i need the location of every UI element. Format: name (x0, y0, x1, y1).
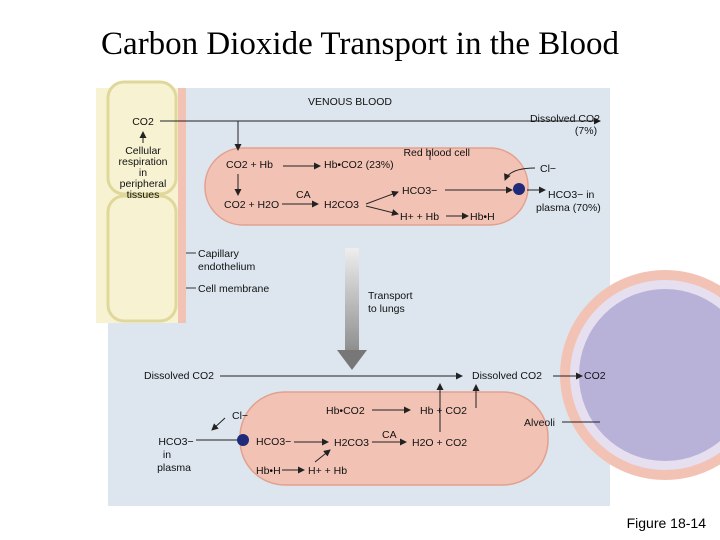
hb-plus-co2-bottom: Hb + CO2 (420, 405, 467, 417)
transport-to-lungs-arrow (337, 248, 367, 370)
h-plus-hb-bottom: H+ + Hb (308, 465, 347, 477)
hco3-in-plasma-line2: plasma (70%) (536, 202, 601, 214)
hco3-in-plasma-bottom-line1: HCO3− (158, 436, 193, 448)
ca-top: CA (296, 189, 311, 201)
hco3-in-plasma-bottom-line3: plasma (157, 462, 191, 474)
chloride-shift-transporter-top (513, 183, 525, 195)
co2-plus-hb-top: CO2 + Hb (226, 159, 273, 171)
hb-co2-percent: Hb•CO2 (23%) (324, 159, 394, 171)
red-blood-cell-top (204, 147, 529, 226)
cellular-respiration-line2: respiration (118, 156, 167, 168)
co2-tissue-label: CO2 (132, 116, 154, 128)
alveolus (560, 270, 720, 480)
cl-minus-top: Cl− (540, 163, 556, 175)
hb-co2-bottom: Hb•CO2 (326, 405, 365, 417)
arrow-cl-out (211, 417, 226, 431)
page-title: Carbon Dioxide Transport in the Blood (101, 26, 619, 62)
h-plus-hb-top: H+ + Hb (400, 211, 439, 223)
alveoli-label: Alveoli (524, 417, 555, 429)
venous-blood-label: VENOUS BLOOD (308, 96, 392, 108)
hco3-bottom: HCO3− (256, 436, 291, 448)
dissolved-co2-bottom-left: Dissolved CO2 (144, 370, 214, 382)
arrow-h2co3-to-h (365, 205, 399, 216)
arrow-h2co3-to-hco3 (365, 190, 399, 205)
h2co3-bottom: H2CO3 (334, 437, 369, 449)
transport-to-lungs-line1: Transport (368, 290, 413, 302)
ca-bottom: CA (382, 429, 397, 441)
cl-minus-bottom: Cl− (232, 410, 248, 422)
arrow-cl-into-cell (504, 167, 536, 181)
cellular-respiration-line1: Cellular (125, 145, 161, 157)
capillary-endothelium-line1: Capillary (198, 248, 240, 260)
hco3-in-plasma-line1: HCO3− in (548, 189, 595, 201)
h2o-plus-co2-bottom: H2O + CO2 (412, 437, 467, 449)
hco3-top: HCO3− (402, 185, 437, 197)
co2-plus-h2o-top: CO2 + H2O (224, 199, 279, 211)
transport-to-lungs-line2: to lungs (368, 303, 405, 315)
hco3-in-plasma-bottom-line2: in (163, 449, 171, 461)
hb-h-top: Hb•H (470, 211, 495, 223)
cell-membrane-label: Cell membrane (198, 283, 269, 295)
arrow-h-to-h2co3 (314, 449, 331, 463)
cellular-respiration-line4: peripheral (120, 178, 167, 190)
endothelial-cells (96, 80, 186, 323)
cellular-respiration-line3: in (139, 167, 147, 179)
cellular-respiration-line5: tissues (127, 189, 160, 201)
dissolved-co2-bottom-right: Dissolved CO2 (472, 370, 542, 382)
capillary-endothelium-line2: endothelium (198, 261, 255, 273)
red-blood-cell-label: Red blood cell (403, 147, 470, 159)
chloride-shift-transporter-bottom (237, 434, 249, 446)
co2-exhaled-label: CO2 (584, 370, 606, 382)
dissolved-co2-top-percent: (7%) (575, 125, 597, 137)
hb-h-bottom: Hb•H (256, 465, 281, 477)
dissolved-co2-top-label: Dissolved CO2 (530, 113, 600, 125)
h2co3-top: H2CO3 (324, 199, 359, 211)
figure-label: Figure 18-14 (627, 515, 707, 531)
